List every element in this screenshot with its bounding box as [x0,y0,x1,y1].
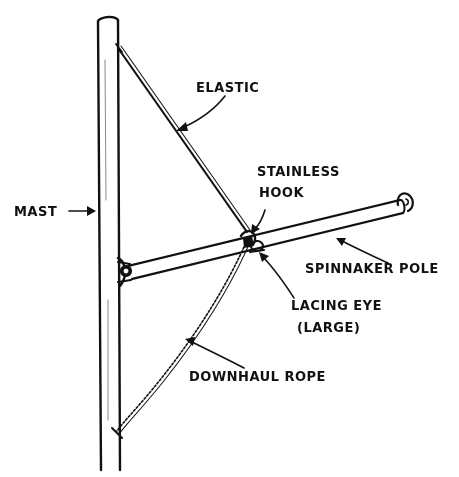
label-stainless-hook-line1: STAINLESS [257,165,340,180]
leader-lines [68,95,389,369]
mast [96,15,122,472]
label-elastic: ELASTIC [196,81,259,96]
label-lacing-eye-line1: LACING EYE [291,299,382,314]
downhaul-rope [111,239,251,439]
spinnaker-pole [116,192,414,288]
label-lacing-eye-line2: (LARGE) [297,321,360,336]
lacing-eye [249,240,265,253]
label-downhaul-rope: DOWNHAUL ROPE [189,370,326,385]
label-stainless-hook-line2: HOOK [259,186,304,201]
label-mast: MAST [14,205,57,220]
label-spinnaker-pole: SPINNAKER POLE [305,262,439,277]
elastic-line [115,43,251,233]
